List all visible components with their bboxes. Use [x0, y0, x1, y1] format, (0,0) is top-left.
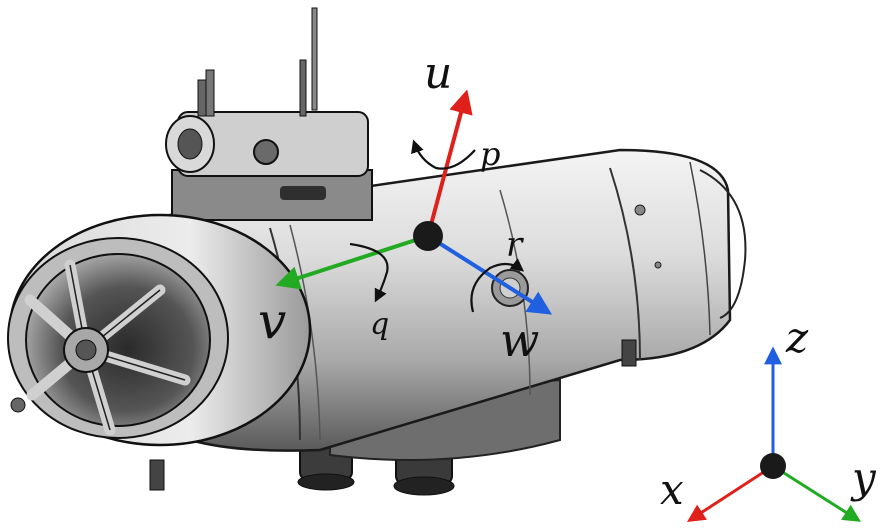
q-rotation-arrow — [349, 242, 389, 303]
p-rotation-arrow — [411, 139, 476, 170]
r-label: r — [506, 225, 524, 265]
underwater-vehicle-illustration — [7, 7, 747, 496]
y-axis-arrow — [772, 464, 862, 522]
x-axis-arrow — [686, 464, 774, 522]
z-label: z — [785, 313, 809, 362]
conning-tower — [165, 7, 373, 221]
front-thruster — [7, 213, 312, 491]
p-label: p — [480, 135, 500, 173]
body-frame: u p v q r w — [258, 48, 553, 367]
w-label: w — [500, 313, 539, 367]
body-origin — [413, 221, 443, 251]
u-label: u — [424, 48, 452, 99]
v-label: v — [258, 292, 286, 350]
world-origin — [760, 453, 786, 479]
v-axis-arrow — [275, 234, 429, 290]
u-axis-arrow — [426, 89, 473, 237]
world-frame: z x y — [660, 313, 877, 522]
y-label: y — [850, 453, 877, 502]
q-label: q — [370, 307, 389, 342]
w-axis-arrow — [426, 234, 553, 315]
x-label: x — [660, 465, 684, 514]
r-rotation-arrow — [470, 258, 525, 313]
